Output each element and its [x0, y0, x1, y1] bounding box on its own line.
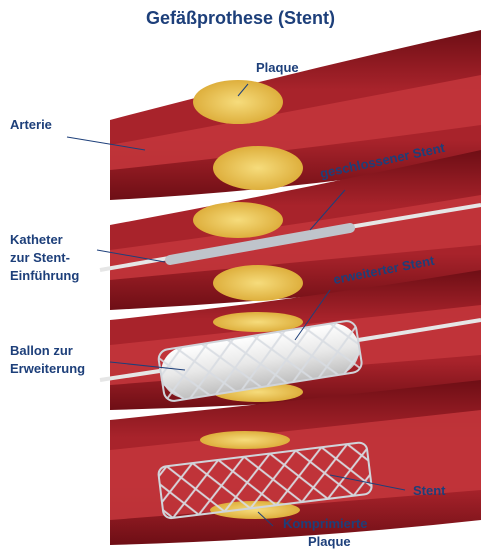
label-stent: Stent — [413, 483, 446, 499]
label-ballon-1: Ballon zur — [10, 343, 73, 359]
label-plaque: Plaque — [256, 60, 299, 76]
label-arterie: Arterie — [10, 117, 52, 133]
label-komprimierte-1: Komprimierte — [283, 516, 368, 532]
plaque-bottom — [213, 146, 303, 190]
label-komprimierte-2: Plaque — [308, 534, 351, 550]
label-katheter-2: zur Stent- — [10, 250, 70, 266]
label-katheter-1: Katheter — [10, 232, 63, 248]
label-katheter-3: Einführung — [10, 268, 79, 284]
label-ballon-2: Erweiterung — [10, 361, 85, 377]
page-title: Gefäßprothese (Stent) — [0, 8, 481, 29]
plaque-top — [193, 80, 283, 124]
